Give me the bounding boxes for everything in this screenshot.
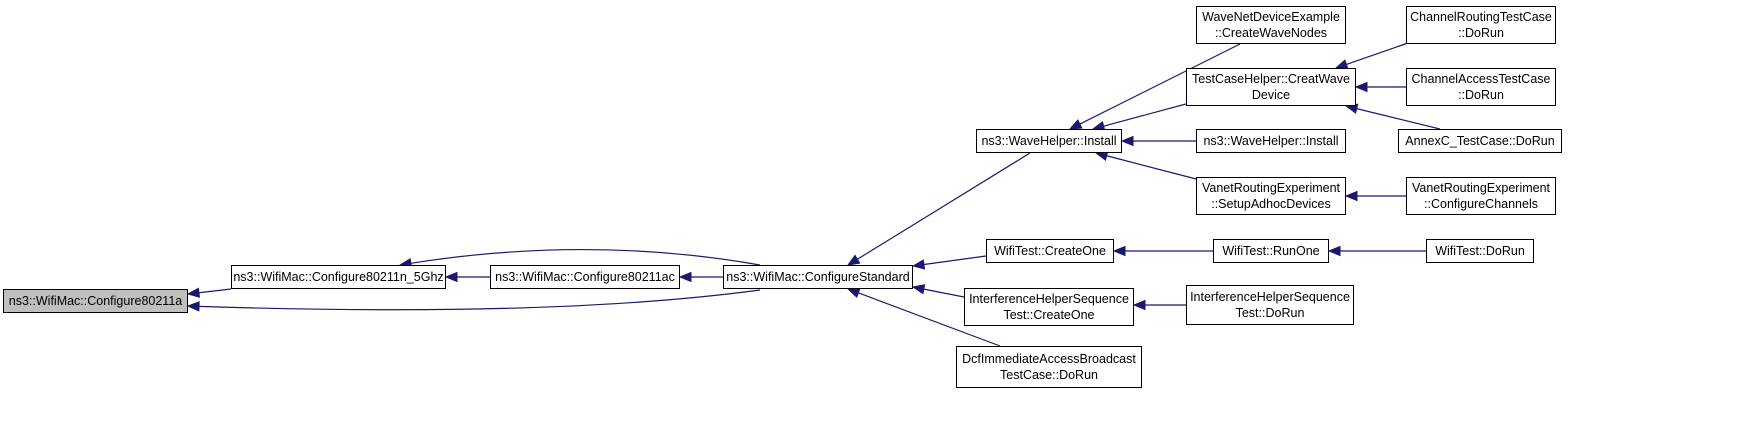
edge-n9-to-n4 bbox=[1091, 103, 1187, 132]
graph-node[interactable]: VanetRoutingExperiment::ConfigureChannel… bbox=[1406, 177, 1556, 215]
arrowhead-icon bbox=[1068, 119, 1083, 130]
arrowhead-icon bbox=[186, 287, 201, 298]
edge-line bbox=[923, 288, 965, 298]
node-label: DcfImmediateAccessBroadcast bbox=[962, 352, 1136, 366]
edge-n11-to-n4 bbox=[1094, 150, 1201, 181]
arrowhead-icon bbox=[1120, 135, 1134, 147]
graph-node[interactable]: WifiTest::RunOne bbox=[1213, 239, 1329, 263]
edge-line bbox=[1079, 43, 1241, 125]
edge-n2-to-n1 bbox=[444, 271, 490, 283]
graph-node[interactable]: WifiTest::DoRun bbox=[1426, 239, 1534, 263]
edge-line bbox=[1106, 155, 1201, 181]
graph-node[interactable]: ns3::WifiMac::Configure80211n_5Ghz bbox=[231, 265, 446, 289]
graph-node[interactable]: ns3::WifiMac::Configure80211ac bbox=[490, 265, 680, 289]
node-label: WifiTest::RunOne bbox=[1222, 244, 1320, 258]
edge-n3-to-n0 bbox=[186, 289, 761, 312]
node-label: AnnexC_TestCase::DoRun bbox=[1405, 134, 1555, 148]
edge-line bbox=[198, 288, 232, 294]
edge-n10-to-n4 bbox=[1120, 135, 1196, 147]
edge-n17-to-n11 bbox=[1344, 190, 1406, 202]
arrowhead-icon bbox=[1132, 299, 1146, 311]
edge-line bbox=[923, 255, 987, 266]
node-label: ns3::WifiMac::Configure80211ac bbox=[495, 270, 675, 284]
node-label: ::ConfigureChannels bbox=[1424, 197, 1538, 211]
node-label: InterferenceHelperSequence bbox=[1190, 290, 1350, 304]
edge-n18-to-n12 bbox=[1327, 245, 1426, 257]
graph-node[interactable]: VanetRoutingExperiment::SetupAdhocDevice… bbox=[1196, 177, 1346, 215]
edge-line bbox=[410, 248, 761, 266]
node-label: TestCase::DoRun bbox=[1000, 368, 1098, 382]
edge-n15-to-n9 bbox=[1354, 81, 1406, 93]
graph-node[interactable]: ns3::WaveHelper::Install bbox=[976, 129, 1122, 153]
arrowhead-icon bbox=[911, 284, 926, 295]
graph-node[interactable]: ChannelRoutingTestCase::DoRun bbox=[1406, 6, 1556, 44]
node-label: Test::DoRun bbox=[1235, 306, 1305, 320]
graph-node[interactable]: ChannelAccessTestCase::DoRun bbox=[1406, 68, 1556, 106]
edge-n1-to-n0 bbox=[186, 287, 232, 298]
graph-node[interactable]: WifiTest::CreateOne bbox=[986, 239, 1114, 263]
node-label: ChannelRoutingTestCase bbox=[1410, 10, 1552, 24]
edge-n7-to-n3 bbox=[846, 288, 1001, 347]
arrowhead-icon bbox=[911, 259, 926, 270]
node-label: WifiTest::DoRun bbox=[1435, 244, 1525, 258]
arrowhead-icon bbox=[1344, 190, 1358, 202]
arrowhead-icon bbox=[1112, 245, 1126, 257]
node-label: ns3::WaveHelper::Install bbox=[981, 134, 1117, 148]
edge-line bbox=[198, 289, 761, 311]
focus-node: ns3::WifiMac::Configure80211a bbox=[3, 289, 188, 313]
node-label: VanetRoutingExperiment bbox=[1201, 181, 1341, 195]
edge-n8-to-n4 bbox=[1068, 43, 1241, 130]
node-label: WaveNetDeviceExample bbox=[1202, 10, 1340, 24]
arrowhead-icon bbox=[186, 301, 200, 312]
node-label: WifiTest::CreateOne bbox=[994, 244, 1106, 258]
node-label: ns3::WifiMac::ConfigureStandard bbox=[726, 270, 910, 284]
arrowhead-icon bbox=[444, 271, 458, 283]
arrowhead-icon bbox=[1327, 245, 1341, 257]
graph-node[interactable]: ns3::WifiMac::ConfigureStandard bbox=[723, 265, 913, 289]
edge-line bbox=[1356, 108, 1441, 130]
edge-n12-to-n5 bbox=[1112, 245, 1213, 257]
edge-n5-to-n3 bbox=[911, 255, 987, 270]
node-label: TestCaseHelper::CreatWave bbox=[1192, 72, 1350, 86]
node-label: ::DoRun bbox=[1458, 88, 1504, 102]
node-label: ns3::WifiMac::Configure80211a bbox=[8, 294, 183, 308]
arrowhead-icon bbox=[846, 254, 861, 266]
edge-n6-to-n3 bbox=[911, 284, 965, 298]
node-label: ns3::WaveHelper::Install bbox=[1203, 134, 1339, 148]
edge-line bbox=[857, 152, 1031, 260]
edge-n4-to-n3 bbox=[846, 152, 1031, 266]
edge-n16-to-n9 bbox=[1344, 103, 1441, 130]
node-label: Test::CreateOne bbox=[1003, 308, 1095, 322]
node-label: Device bbox=[1251, 88, 1291, 102]
graph-node[interactable]: WaveNetDeviceExample::CreateWaveNodes bbox=[1196, 6, 1346, 44]
arrowhead-icon bbox=[846, 288, 861, 298]
node-label: ChannelAccessTestCase bbox=[1411, 72, 1551, 86]
edge-line bbox=[1346, 42, 1409, 65]
edge-line bbox=[1103, 103, 1187, 127]
node-label: ::DoRun bbox=[1458, 26, 1504, 40]
node-label: ::SetupAdhocDevices bbox=[1211, 197, 1331, 211]
arrowhead-icon bbox=[678, 271, 692, 283]
node-label: InterferenceHelperSequence bbox=[969, 292, 1129, 306]
graph-node[interactable]: AnnexC_TestCase::DoRun bbox=[1398, 129, 1562, 153]
arrowhead-icon bbox=[1354, 81, 1368, 93]
graph-node[interactable]: ns3::WaveHelper::Install bbox=[1196, 129, 1346, 153]
node-label: ::CreateWaveNodes bbox=[1214, 26, 1328, 40]
edge-n13-to-n6 bbox=[1132, 299, 1186, 311]
node-label: ns3::WifiMac::Configure80211n_5Ghz bbox=[233, 270, 444, 284]
edge-n3-to-n2 bbox=[678, 271, 723, 283]
edge-line bbox=[858, 292, 1001, 347]
node-label: VanetRoutingExperiment bbox=[1411, 181, 1551, 195]
edge-n14-to-n9 bbox=[1334, 42, 1409, 70]
